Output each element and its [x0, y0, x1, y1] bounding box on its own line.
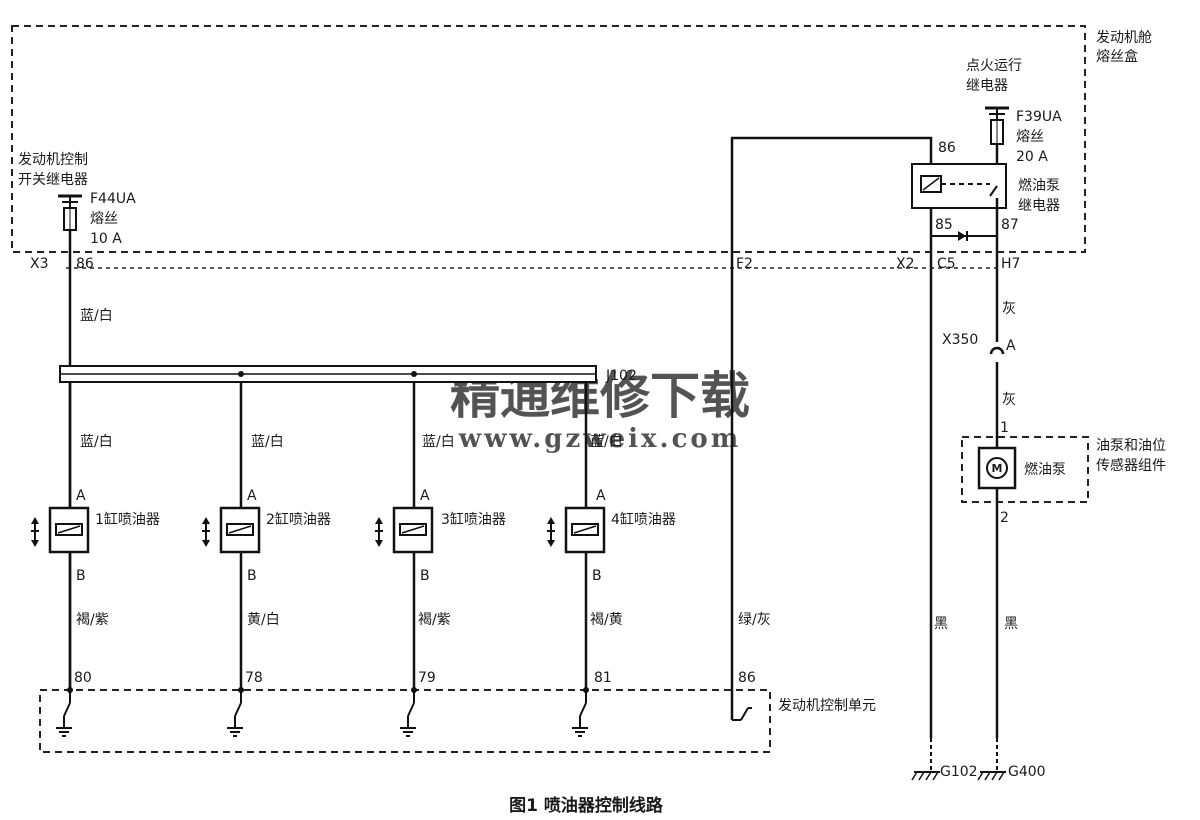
connector-x2-name: X2 [896, 256, 915, 272]
fuel-pump-relay-label-2: 继电器 [1018, 198, 1060, 214]
fuel-pump-module-outline [961, 436, 1089, 503]
injector-1-wire-top: 蓝/白 [80, 434, 113, 450]
ignition-relay-label: 点火运行 [966, 58, 1022, 74]
supply-wire-color-lower: 灰 [1002, 392, 1016, 408]
injector-2-wire-top: 蓝/白 [251, 434, 284, 450]
g102-ground-icon [911, 771, 940, 781]
injector-2-ecm-pin: 78 [245, 670, 263, 686]
injector-4-pin-b: B [592, 568, 602, 584]
fuel-pump-module-label: 油泵和油位 [1096, 438, 1166, 454]
fuse-f44-rating: 10 A [90, 231, 122, 247]
injector-3-pin-a: A [420, 488, 430, 504]
fuel-pump-label: 燃油泵 [1024, 461, 1066, 478]
injector-3-wire-top: 蓝/白 [422, 434, 455, 450]
injector-1-ecm-pin: 80 [74, 670, 92, 686]
fuel-pump-relay-pin-85: 85 [935, 217, 953, 233]
injector-2-pin-a: A [247, 488, 257, 504]
injector-1: 蓝/白 A 1缸喷油器 B 褐/紫 80 [31, 382, 160, 737]
feed-wire-color: 蓝/白 [80, 308, 113, 324]
injector-1-wire-bottom: 褐/紫 [76, 612, 109, 628]
connector-x350-name: X350 [942, 332, 978, 348]
fuel-pump-pin-2: 2 [1000, 510, 1009, 526]
injector-4-wire-bottom: 褐/黄 [590, 611, 623, 628]
motor-symbol: M [992, 462, 1003, 475]
fuel-pump-pin-1: 1 [1000, 420, 1009, 436]
injector-1-pin-b: B [76, 568, 86, 584]
fuse-f39-type: 熔丝 [1016, 129, 1044, 145]
figure-caption: 图1 喷油器控制线路 [509, 795, 664, 816]
injector-2-label: 2缸喷油器 [266, 511, 331, 528]
injector-4-ground-icon [572, 727, 588, 737]
fuel-pump-relay [911, 163, 1007, 209]
injector-4-actuation-icon [547, 517, 555, 547]
fuse-f39-name: F39UA [1016, 109, 1062, 125]
ecm-outline [39, 689, 771, 753]
engine-fuse-box-label: 发动机舱 [1096, 30, 1152, 46]
injector-3-pin-b: B [420, 568, 430, 584]
injector-4: 蓝/白 A 4缸喷油器 B 褐/黄 81 [547, 382, 676, 737]
injector-2-ground-icon [227, 727, 243, 737]
connector-x350-pin: A [1006, 338, 1016, 354]
supply-wire-color-upper: 灰 [1002, 301, 1016, 317]
ignition-relay-label-2: 继电器 [966, 78, 1008, 94]
ground-g102-label: G102 [940, 764, 978, 780]
watermark-url: www.gzweix.com [458, 424, 742, 454]
injector-4-wire-top: 蓝/白 [590, 434, 623, 450]
ecm-relay-label-2: 开关继电器 [18, 172, 88, 188]
fuse-f44-type: 熔丝 [90, 211, 118, 227]
g400-ground-icon [977, 771, 1006, 781]
connector-x3-name: X3 [30, 256, 49, 272]
injector-1-actuation-icon [31, 517, 39, 547]
engine-fuse-box-label-2: 熔丝盒 [1096, 48, 1138, 65]
fuel-pump-relay-control-wire [730, 136, 933, 721]
connector-x2-pin-h7: H7 [1001, 256, 1020, 272]
fuel-pump-relay-pin-87: 87 [1001, 217, 1019, 233]
injector-4-label: 4缸喷油器 [611, 511, 676, 528]
ground-g400-label: G400 [1008, 764, 1046, 780]
relay-control-wire-color: 绿/灰 [738, 612, 771, 628]
injector-3-actuation-icon [375, 517, 383, 547]
fuel-pump-relay-pin-86: 86 [938, 140, 956, 156]
fuel-pump-motor: M [977, 446, 1017, 490]
splice-j102-name: J102 [605, 368, 637, 384]
injector-3: 蓝/白 A 3缸喷油器 B 褐/紫 79 [375, 371, 506, 737]
connector-x2-pin-c5: C5 [937, 256, 956, 272]
engine-fuse-box-outline [11, 25, 1086, 253]
ecm-relay-label: 发动机控制 [18, 152, 88, 168]
fuel-pump-relay-label: 燃油泵 [1018, 177, 1060, 194]
fuse-f39-symbol [985, 106, 1009, 186]
pump-ground-wire-color: 黑 [1004, 616, 1018, 632]
fuse-f44-name: F44UA [90, 191, 136, 207]
relay-ground-wire-color: 黑 [934, 616, 948, 632]
injector-1-ground-icon [56, 727, 72, 737]
suppression-diode [931, 231, 997, 241]
ecm-relay-pin: 86 [738, 670, 756, 686]
connector-x2-pin-f2: F2 [736, 256, 753, 272]
injector-3-ground-icon [400, 727, 416, 737]
injector-4-ecm-pin: 81 [594, 670, 612, 686]
injector-3-wire-bottom: 褐/紫 [418, 612, 451, 628]
injector-1-pin-a: A [76, 488, 86, 504]
injector-2-wire-bottom: 黄/白 [247, 611, 280, 628]
injector-3-ecm-pin: 79 [418, 670, 436, 686]
fuse-f39-rating: 20 A [1016, 149, 1048, 165]
fuel-pump-module-label-2: 传感器组件 [1096, 457, 1166, 474]
injector-1-label: 1缸喷油器 [95, 511, 160, 528]
ecm-label: 发动机控制单元 [778, 698, 876, 714]
injector-2-pin-b: B [247, 568, 257, 584]
injector-3-label: 3缸喷油器 [441, 511, 506, 528]
injector-2: 蓝/白 A 2缸喷油器 B 黄/白 78 [202, 371, 331, 737]
fuel-pump-relay-switch [989, 185, 998, 197]
connector-x3-pin: 86 [76, 256, 94, 272]
motor-icon [986, 457, 1008, 479]
fuse-f44-symbol [58, 194, 82, 231]
fuel-pump-supply-wire [989, 208, 1005, 448]
injector-4-pin-a: A [596, 488, 606, 504]
watermark: 精通维修下载 www.gzweix.com [450, 366, 750, 454]
injector-2-actuation-icon [202, 517, 210, 547]
